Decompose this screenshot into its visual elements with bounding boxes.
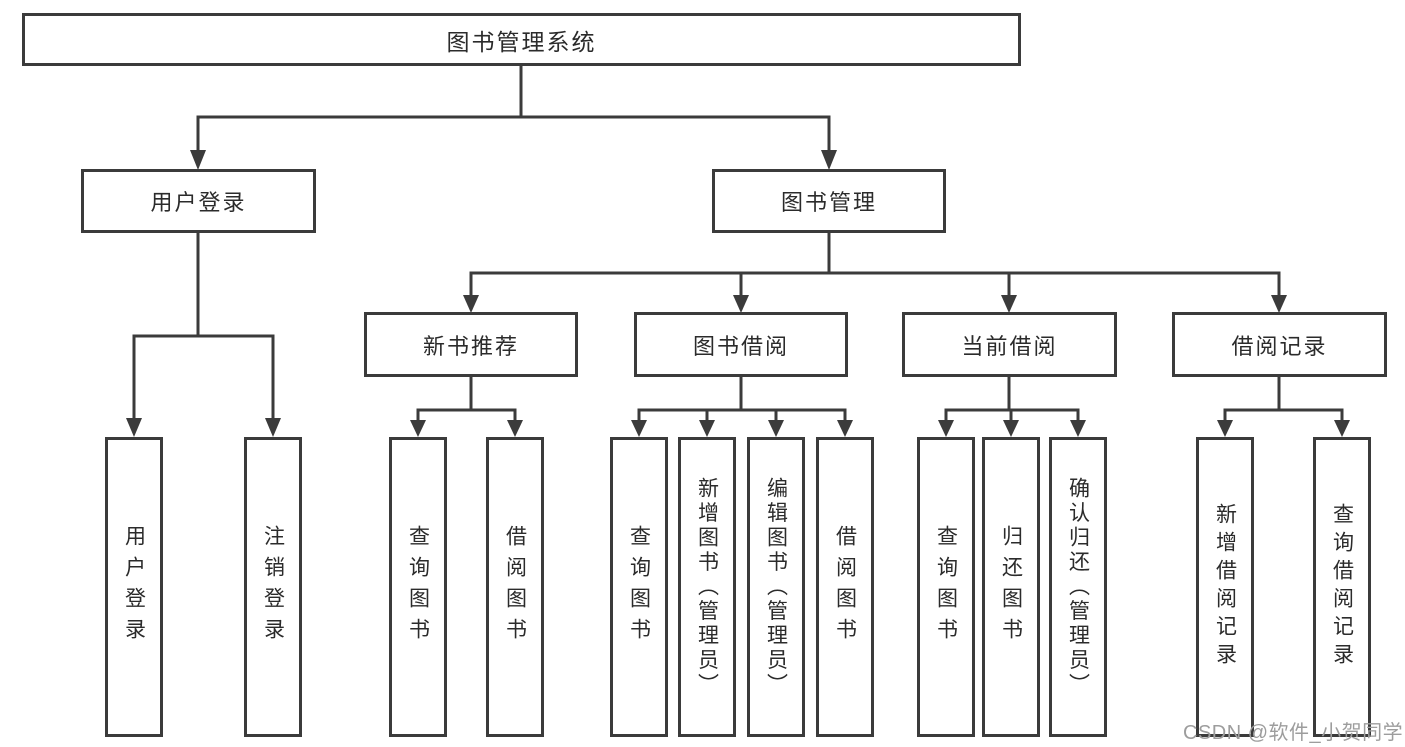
csdn-watermark: CSDN @软件_小贺同学 [1183,722,1404,744]
leaf-user-login: 用户登录 [105,437,163,737]
node-library-management-system: 图书管理系统 [22,13,1021,66]
leaf-confirm-return-admin: 确认归还（管理员） [1049,437,1107,737]
node-current-borrowing: 当前借阅 [902,312,1117,377]
leaf-add-borrow-record: 新增借阅记录 [1196,437,1254,737]
leaf-query-books-borrowing: 查询图书 [610,437,668,737]
leaf-add-books-admin: 新增图书（管理员） [678,437,736,737]
node-user-login: 用户登录 [81,169,316,233]
leaf-edit-books-admin: 编辑图书（管理员） [747,437,805,737]
leaf-return-books: 归还图书 [982,437,1040,737]
leaf-query-books-recommend: 查询图书 [389,437,447,737]
connector-root-to-level2 [190,66,837,170]
leaf-query-books-current: 查询图书 [917,437,975,737]
node-book-management: 图书管理 [712,169,946,233]
connector-new-book-recommendation-children [410,376,523,437]
connector-book-management-children [463,232,1287,313]
connector-book-borrowing-children [631,376,853,437]
leaf-borrow-books-borrowing: 借阅图书 [816,437,874,737]
connector-current-borrowing-children [938,376,1086,437]
connector-borrowing-records-children [1217,376,1350,437]
node-new-book-recommendation: 新书推荐 [364,312,578,377]
leaf-borrow-books-recommend: 借阅图书 [486,437,544,737]
node-book-borrowing: 图书借阅 [634,312,848,377]
connector-user-login-children [126,232,281,437]
leaf-query-borrow-record: 查询借阅记录 [1313,437,1371,737]
node-borrowing-records: 借阅记录 [1172,312,1387,377]
leaf-logout-login: 注销登录 [244,437,302,737]
